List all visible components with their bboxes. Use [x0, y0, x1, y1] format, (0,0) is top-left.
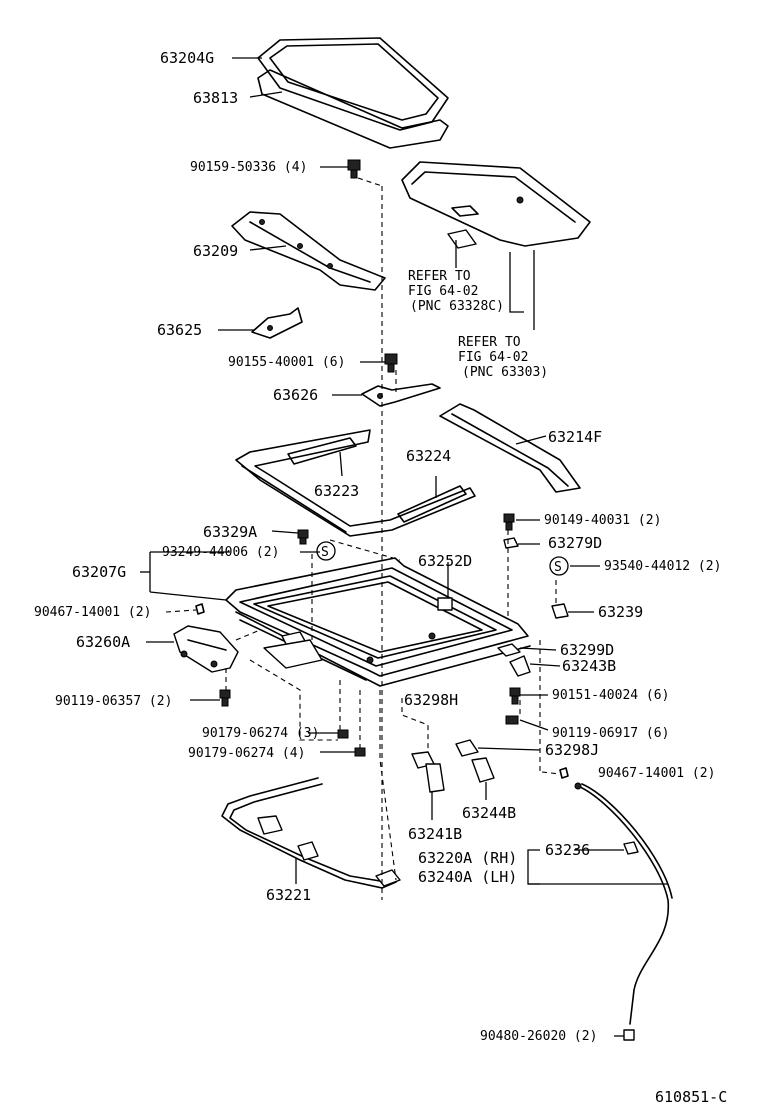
- label-63260A: 63260A: [76, 633, 130, 651]
- bracket-63209-drawing: [231, 211, 386, 291]
- label-63221: 63221: [266, 886, 311, 904]
- refer2-line1: REFER TO: [458, 335, 521, 350]
- label-90179-b: 90179-06274 (4): [188, 746, 305, 761]
- label-63241B: 63241B: [408, 825, 462, 843]
- drive-cable-drawing: [574, 782, 673, 1041]
- figure-code: 610851-C: [655, 1088, 727, 1106]
- label-63299D: 63299D: [560, 641, 614, 659]
- label-90119-right: 90119-06917 (6): [552, 726, 669, 741]
- label-63244B: 63244B: [462, 804, 516, 822]
- sunshade-panel-drawing: [401, 161, 591, 249]
- label-90149: 90149-40031 (2): [544, 513, 661, 528]
- bracket-63626-drawing: [361, 383, 441, 407]
- plate-63252D-drawing: [437, 597, 453, 611]
- refer-note-63328C: REFER TO FIG 64-02 (PNC 63328C): [408, 269, 504, 314]
- label-63252D: 63252D: [418, 552, 472, 570]
- refer-note-63303: REFER TO FIG 64-02 (PNC 63303): [458, 335, 548, 380]
- sunroof-frame-drawing: [225, 557, 531, 687]
- label-63220A: 63220A (RH): [418, 849, 517, 867]
- label-63625: 63625: [157, 321, 202, 339]
- refer1-line1: REFER TO: [408, 269, 471, 284]
- brackets-63241B-drawing: [411, 751, 445, 793]
- label-63298H: 63298H: [404, 691, 458, 709]
- bolts-right-drawing: [505, 687, 521, 725]
- label-90467-right: 90467-14001 (2): [598, 766, 715, 781]
- label-90119-left: 90119-06357 (2): [55, 694, 172, 709]
- label-63209: 63209: [193, 242, 238, 260]
- label-63279D: 63279D: [548, 534, 602, 552]
- screws-drawing: [297, 513, 519, 549]
- drain-tube-63221-drawing: [221, 777, 401, 889]
- label-90467-left: 90467-14001 (2): [34, 605, 151, 620]
- label-63298J: 63298J: [545, 741, 599, 759]
- label-63813: 63813: [193, 89, 238, 107]
- nut-63239-drawing: [551, 603, 569, 619]
- part-labels: 63204G 63813 90159-50336 (4) 63209 63625…: [34, 49, 721, 1044]
- label-63236: 63236: [545, 841, 590, 859]
- label-63204G: 63204G: [160, 49, 214, 67]
- refer2-line3: (PNC 63303): [462, 365, 548, 380]
- label-63626: 63626: [273, 386, 318, 404]
- label-63223: 63223: [314, 482, 359, 500]
- label-63214F: 63214F: [548, 428, 602, 446]
- label-90151: 90151-40024 (6): [552, 688, 669, 703]
- label-93249: 93249-44006 (2): [162, 545, 279, 560]
- bolt-90159-drawing: [347, 159, 361, 179]
- glass-panel-drawing: [257, 37, 449, 131]
- label-63224: 63224: [406, 447, 451, 465]
- label-90179-a: 90179-06274 (3): [202, 726, 319, 741]
- s-symbol-1: S: [321, 545, 329, 560]
- label-93540: 93540-44012 (2): [604, 559, 721, 574]
- label-63240A: 63240A (LH): [418, 868, 517, 886]
- refer2-line2: FIG 64-02: [458, 350, 528, 365]
- bolt-90119-left-drawing: [219, 689, 231, 707]
- label-63329A: 63329A: [203, 523, 257, 541]
- label-90159: 90159-50336 (4): [190, 160, 307, 175]
- label-63243B: 63243B: [562, 657, 616, 675]
- label-90155: 90155-40001 (6): [228, 355, 345, 370]
- clip-90467-left-drawing: [195, 603, 205, 615]
- deflector-frame-drawing: [235, 429, 476, 537]
- refer1-line2: FIG 64-02: [408, 284, 478, 299]
- part-63236-drawing: [623, 841, 639, 855]
- motor-63260A-drawing: [173, 625, 239, 673]
- bracket-63625-drawing: [251, 307, 303, 339]
- bracket-63243B-drawing: [497, 643, 531, 677]
- label-90480: 90480-26020 (2): [480, 1029, 597, 1044]
- weatherstrip-drawing: [257, 69, 449, 149]
- label-63239: 63239: [598, 603, 643, 621]
- leader-lines: [140, 57, 668, 1037]
- s-symbol-2: S: [554, 560, 562, 575]
- clip-90467-right-drawing: [559, 767, 569, 779]
- s-symbols: S S: [316, 541, 569, 576]
- refer1-line3: (PNC 63328C): [410, 299, 504, 314]
- brackets-63244B-drawing: [455, 739, 495, 783]
- bolt-90155-drawing: [384, 353, 398, 373]
- rail-63214F-drawing: [439, 403, 581, 493]
- label-63207G: 63207G: [72, 563, 126, 581]
